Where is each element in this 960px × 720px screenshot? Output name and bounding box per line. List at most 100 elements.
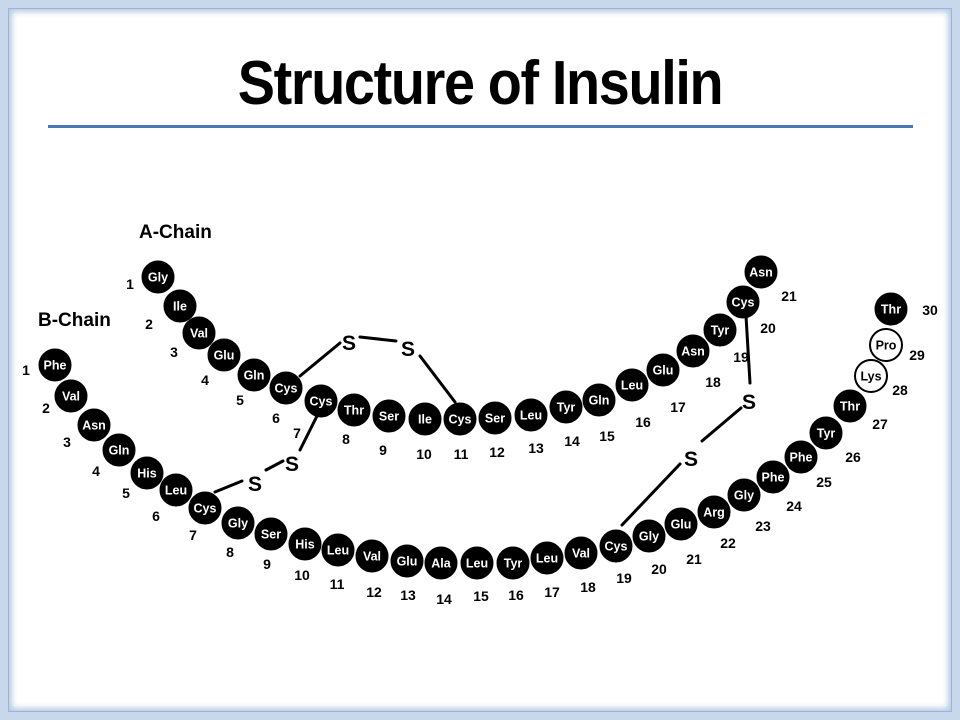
a-chain-residue-2-label: Ile: [173, 300, 187, 314]
b-chain-residue-22-label: Arg: [703, 506, 725, 520]
b-chain-residue-14-number: 14: [436, 591, 452, 607]
a-chain-residue-14-label: Tyr: [557, 401, 576, 415]
b-chain-residue-29-label: Pro: [876, 339, 897, 353]
b-chain-residue-21-bead: [664, 507, 698, 541]
a-chain-residue-10-number: 10: [416, 446, 432, 462]
sulfur-atom-1: S: [342, 332, 356, 355]
b-chain-residue-9-number: 9: [263, 556, 271, 572]
bond-a7-s: [298, 412, 320, 452]
a-chain-residue-21-number: 21: [781, 288, 797, 304]
b-chain-residue-29-bead: [869, 328, 903, 362]
bond-a6-s: [298, 341, 342, 378]
b-chain-residue-30-number: 30: [922, 302, 938, 318]
b-chain-residue-10-label: His: [295, 538, 315, 552]
a-chain-residue-8-number: 8: [342, 431, 350, 447]
b-chain-residue-8-label: Gly: [228, 517, 248, 531]
b-chain-residue-11-bead: [321, 533, 355, 567]
a-chain-residue-14-bead: [549, 390, 583, 424]
slide-title: Structure of Insulin: [237, 49, 724, 118]
a-chain-residue-18-number: 18: [705, 374, 721, 390]
b-chain-residue-26-bead: [809, 416, 843, 450]
b-chain-residue-17-label: Leu: [536, 552, 558, 566]
b-chain-residue-15-label: Leu: [466, 557, 488, 571]
a-chain-residue-15-label: Gln: [589, 394, 610, 408]
b-chain-residue-13-number: 13: [400, 587, 416, 603]
a-chain-residue-3-bead: [182, 316, 216, 350]
b-chain-residue-6-bead: [159, 473, 193, 507]
b-chain-residue-1-label: Phe: [44, 359, 67, 373]
a-chain-residue-11-bead: [443, 402, 477, 436]
b-chain-residue-15-number: 15: [473, 588, 489, 604]
a-chain-residue-15-number: 15: [599, 428, 615, 444]
b-chain-residue-26-label: Tyr: [817, 427, 836, 441]
b-chain-residue-6-label: Leu: [165, 484, 187, 498]
b-chain-residue-17-number: 17: [544, 584, 560, 600]
b-chain-residue-13-label: Glu: [397, 555, 418, 569]
b-chain-residue-24-label: Phe: [762, 471, 785, 485]
b-chain-residue-15-bead: [460, 546, 494, 580]
b-chain-residue-6-number: 6: [152, 508, 160, 524]
a-chain-residue-17-label: Glu: [653, 364, 674, 378]
a-chain-residue-21-bead: [744, 255, 778, 289]
a-chain-residue-9-number: 9: [379, 442, 387, 458]
b-chain-residue-5-number: 5: [122, 485, 130, 501]
b-chain-residue-5-label: His: [137, 467, 157, 481]
b-chain-residue-8-bead: [221, 506, 255, 540]
b-chain-residue-28-number: 28: [892, 382, 908, 398]
b-chain-residue-19-number: 19: [616, 570, 632, 586]
a-chain-residue-19-label: Tyr: [711, 324, 730, 338]
a-chain-residue-13-label: Leu: [520, 409, 542, 423]
b-chain-label: B-Chain: [38, 310, 111, 331]
b-chain-residue-24-bead: [756, 460, 790, 494]
a-chain-residue-11-number: 11: [454, 446, 469, 462]
b-chain-residue-23-label: Gly: [734, 489, 754, 503]
b-chain-residue-2-label: Val: [62, 390, 80, 404]
b-chain-residue-12-number: 12: [366, 584, 382, 600]
b-chain-residue-23-number: 23: [755, 518, 771, 534]
bond-s-s-a: [358, 335, 398, 343]
a-chain-residue-5-bead: [237, 358, 271, 392]
b-chain-residue-14-label: Ala: [431, 557, 452, 571]
b-chain-residue-2-number: 2: [42, 400, 50, 416]
b-chain-residue-9-label: Ser: [261, 528, 281, 542]
a-chain-residue-2-number: 2: [145, 316, 153, 332]
b-chain-residue-3-label: Asn: [82, 419, 106, 433]
b-chain-residue-16-bead: [496, 546, 530, 580]
a-chain-residue-10-label: Ile: [418, 413, 432, 427]
b-chain-residue-25-label: Phe: [790, 451, 813, 465]
b-chain-residue-22-bead: [697, 495, 731, 529]
b-chain-residue-28-label: Lys: [860, 370, 881, 384]
a-chain-residue-18-bead: [676, 334, 710, 368]
sulfur-atom-3: S: [285, 453, 299, 476]
b-chain-residue-21-number: 21: [686, 551, 702, 567]
a-chain-residue-7-number: 7: [293, 425, 301, 441]
b-chain-residue-13-bead: [390, 544, 424, 578]
b-chain-residue-23-bead: [727, 478, 761, 512]
b-chain-residue-20-number: 20: [651, 561, 667, 577]
a-chain-residue-12-bead: [478, 401, 512, 435]
b-chain-residue-16-number: 16: [508, 587, 524, 603]
a-chain-residue-1-bead: [141, 260, 175, 294]
b-chain-residue-19-bead: [599, 529, 633, 563]
bond-s-b19: [620, 462, 682, 527]
b-chain-residue-12-bead: [355, 539, 389, 573]
sulfur-atom-4: S: [248, 473, 262, 496]
b-chain-residue-1-number: 1: [22, 362, 30, 378]
a-chain-label: A-Chain: [139, 222, 212, 243]
b-chain-residue-28-bead: [854, 359, 888, 393]
a-chain-residue-12-number: 12: [489, 444, 505, 460]
b-chain-residue-10-bead: [288, 527, 322, 561]
title-underline: [48, 125, 913, 128]
a-chain-residue-11-label: Cys: [449, 413, 472, 427]
b-chain-residue-25-number: 25: [816, 474, 832, 490]
a-chain-residue-18-label: Asn: [681, 345, 705, 359]
b-chain-residue-9-bead: [254, 517, 288, 551]
a-chain-residue-13-number: 13: [528, 440, 544, 456]
b-chain-residue-7-number: 7: [189, 527, 197, 543]
a-chain-residue-8-bead: [337, 393, 371, 427]
b-chain-residue-1-bead: [38, 348, 72, 382]
b-chain-residue-11-number: 11: [330, 576, 345, 592]
